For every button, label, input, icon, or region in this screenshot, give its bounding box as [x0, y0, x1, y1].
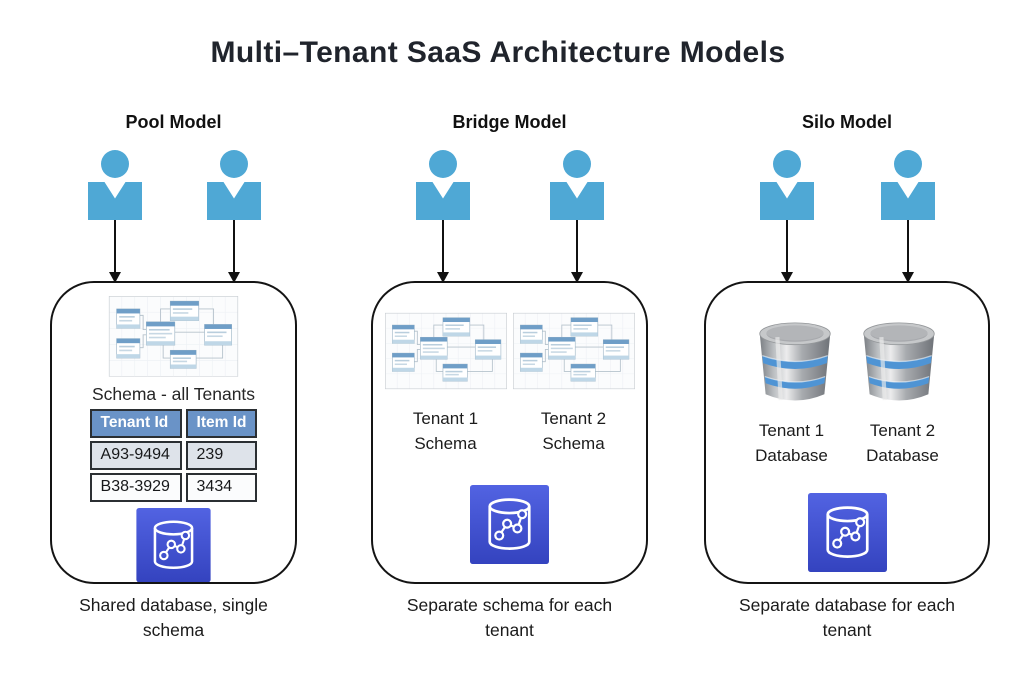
pool-model-box: Schema - all Tenants Tenant Id Item Id A… [50, 281, 297, 584]
table-row: A93-9494 239 [89, 440, 258, 470]
cell-tenant-id: B38-3929 [89, 472, 182, 502]
erd-schema-image [385, 311, 507, 391]
silo-tenant-labels: Tenant 1 Database Tenant 2 Database [706, 419, 988, 468]
tenant-label-line: Tenant 1 [758, 421, 825, 440]
bridge-tenant-labels: Tenant 1 Schema Tenant 2 Schema [373, 407, 646, 456]
pool-model-header: Pool Model [125, 112, 222, 132]
cell-tenant-id: A93-9494 [89, 440, 182, 470]
column-header-tenant-id: Tenant Id [89, 408, 182, 438]
bridge-schema-images [385, 311, 635, 391]
table-header-row: Tenant Id Item Id [89, 408, 258, 438]
tenant-label-line: Tenant 2 [869, 421, 936, 440]
tenant-label-line: Database [866, 445, 939, 465]
silo-model-header: Silo Model [802, 112, 892, 132]
tenant-2-schema-label: Tenant 2 Schema [513, 407, 635, 456]
silo-user-2 [881, 150, 935, 283]
tenant-label-line: Tenant 1 [412, 409, 479, 428]
down-arrow-icon [109, 220, 121, 283]
silo-model-column: Silo Model Tenant 1 Database [704, 112, 990, 644]
bridge-model-box: Tenant 1 Schema Tenant 2 Schema [371, 281, 648, 584]
erd-schema-image [105, 296, 242, 377]
down-arrow-icon [781, 220, 793, 283]
user-icon [88, 150, 142, 220]
pool-user-2 [207, 150, 261, 283]
tenant-label-line: Schema [542, 433, 605, 453]
user-icon [881, 150, 935, 220]
table-row: B38-3929 3434 [89, 472, 258, 502]
down-arrow-icon [902, 220, 914, 283]
down-arrow-icon [437, 220, 449, 283]
graph-database-icon [808, 493, 887, 572]
graph-database-icon [470, 485, 549, 564]
down-arrow-icon [571, 220, 583, 283]
tenant-1-schema-label: Tenant 1 Schema [385, 407, 507, 456]
tenant-label-line: Tenant 2 [540, 409, 607, 428]
bridge-users-row [371, 150, 648, 283]
user-icon [550, 150, 604, 220]
user-icon [416, 150, 470, 220]
tenant-label-line: Schema [414, 433, 477, 453]
tenant-2-database-label: Tenant 2 Database [850, 419, 955, 468]
bridge-model-header: Bridge Model [452, 112, 567, 132]
silo-user-1 [760, 150, 814, 283]
erd-schema-image [513, 311, 635, 391]
pool-user-1 [88, 150, 142, 283]
bridge-user-1 [416, 150, 470, 283]
bridge-user-2 [550, 150, 604, 283]
user-icon [760, 150, 814, 220]
silo-model-box: Tenant 1 Database Tenant 2 Database [704, 281, 990, 584]
tenant-items-table: Tenant Id Item Id A93-9494 239 B38-3929 … [86, 406, 262, 505]
user-icon [207, 150, 261, 220]
graph-database-icon [134, 508, 213, 582]
silo-database-icons [706, 317, 988, 411]
silo-users-row [704, 150, 990, 283]
pool-model-column: Pool Model Schema - all Tenants Tenant I… [50, 112, 297, 644]
down-arrow-icon [228, 220, 240, 283]
tenant-1-database-label: Tenant 1 Database [739, 419, 844, 468]
bridge-model-column: Bridge Model Tenant 1 Schema [371, 112, 648, 644]
tenant-label-line: Database [755, 445, 828, 465]
pool-schema-label: Schema - all Tenants [91, 383, 256, 404]
silo-caption: Separate database for each tenant [739, 595, 955, 641]
page-title: Multi–Tenant SaaS Architecture Models [210, 36, 786, 69]
cell-item-id: 3434 [185, 472, 258, 502]
column-header-item-id: Item Id [185, 408, 258, 438]
pool-caption: Shared database, single schema [79, 595, 268, 641]
bridge-caption: Separate schema for each tenant [406, 595, 613, 641]
database-cylinder-icon [857, 317, 941, 411]
pool-users-row [50, 150, 297, 283]
database-cylinder-icon [753, 317, 837, 411]
cell-item-id: 239 [185, 440, 258, 470]
